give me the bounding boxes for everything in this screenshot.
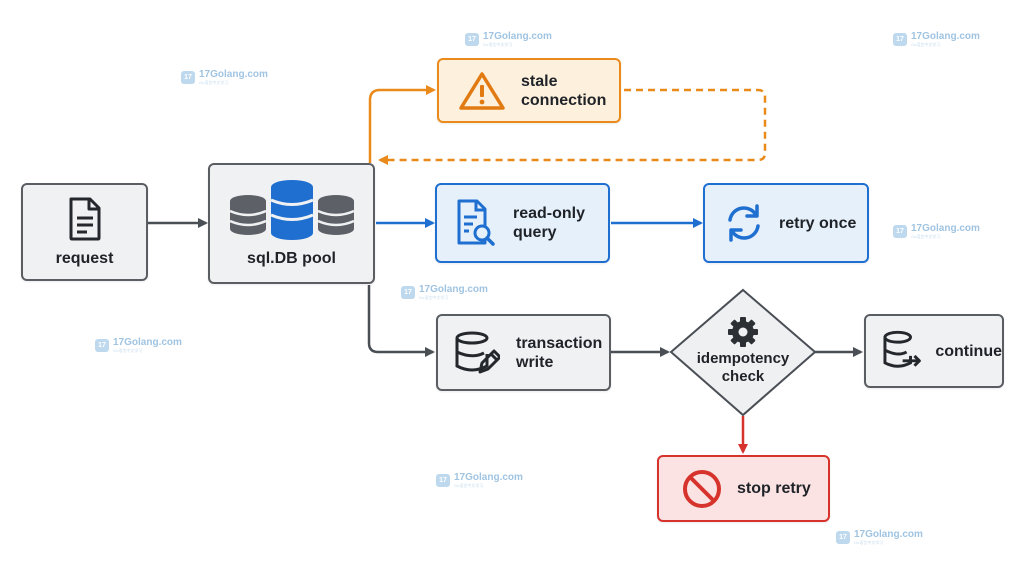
- arrow-pool-to-stale: [368, 85, 436, 163]
- watermark-logo-icon: 17: [436, 473, 450, 487]
- database-icon-center: [269, 180, 314, 240]
- request-label: request: [55, 249, 114, 267]
- transaction-write-node: transaction write: [436, 314, 611, 391]
- readonly-label-line2: query: [513, 224, 557, 241]
- retry-once-node: retry once: [703, 183, 869, 263]
- watermark-logo-icon: 17: [893, 32, 907, 46]
- pool-node: sql.DB pool: [208, 163, 375, 284]
- stale-label-line2: connection: [521, 91, 607, 109]
- watermark-logo-icon: 17: [465, 32, 479, 46]
- watermark-logo-icon: 17: [181, 70, 195, 84]
- database-export-icon: [883, 330, 921, 368]
- idempotency-check-label: idempotency check: [672, 350, 814, 386]
- idempotency-label-line2: check: [721, 368, 765, 385]
- transaction-label-line1: transaction: [516, 334, 603, 352]
- arrow-pool-to-transaction: [367, 285, 435, 357]
- stale-label-line1: stale: [521, 72, 558, 90]
- retry-once-label: retry once: [779, 214, 857, 232]
- readonly-query-node: read-only query: [435, 183, 610, 263]
- arrow-stale-return-dashed: [378, 88, 767, 165]
- transaction-label-line2: write: [516, 353, 554, 371]
- watermark-logo-icon: 17: [836, 530, 850, 544]
- stop-retry-label: stop retry: [737, 480, 811, 497]
- prohibited-icon: [683, 469, 721, 508]
- continue-node: continue: [864, 314, 1004, 388]
- idempotency-label-line1: idempotency: [696, 350, 790, 367]
- watermark-logo-icon: 17: [95, 338, 109, 352]
- continue-label: continue: [935, 342, 1002, 360]
- gear-icon: [728, 317, 758, 347]
- refresh-icon: [728, 204, 760, 242]
- readonly-label-line1: read-only: [513, 205, 586, 222]
- document-icon: [69, 197, 100, 240]
- document-search-icon: [457, 199, 495, 246]
- warning-icon: [459, 71, 505, 110]
- watermark-logo-icon: 17: [893, 224, 907, 238]
- stale-connection-node: stale connection: [437, 58, 621, 123]
- database-stack-icon: [228, 180, 355, 240]
- database-icon-left: [228, 195, 267, 235]
- idempotency-diamond: [669, 288, 817, 417]
- database-icon-right: [316, 195, 355, 235]
- stop-retry-node: stop retry: [657, 455, 830, 522]
- request-node: request: [21, 183, 148, 281]
- database-edit-icon: [455, 331, 500, 373]
- watermark-logo-icon: 17: [401, 285, 415, 299]
- pool-label: sql.DB pool: [247, 250, 336, 267]
